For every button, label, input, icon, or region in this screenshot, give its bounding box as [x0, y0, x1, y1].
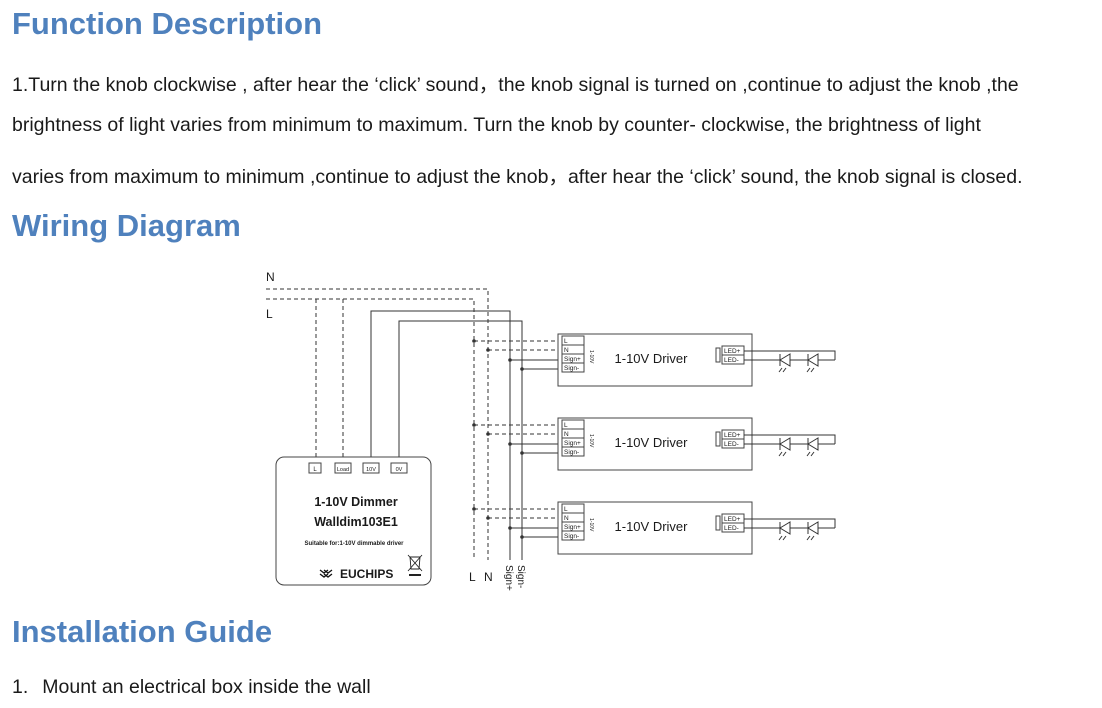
led-diode-icon	[768, 521, 796, 541]
junction-dot	[508, 442, 512, 446]
led-diode-icon	[768, 437, 796, 457]
driver-terminal-label: N	[564, 431, 569, 438]
driver-label: 1-10V Driver	[615, 351, 689, 366]
junction-dot	[508, 358, 512, 362]
sign-minus-wire	[398, 320, 523, 560]
bus-label-n: N	[484, 570, 493, 584]
driver-terminal-label: N	[564, 347, 569, 354]
function-description-line-1: 1.Turn the knob clockwise , after hear t…	[12, 74, 1019, 96]
function-description-heading: Function Description	[12, 6, 322, 41]
driver-terminal-label: L	[564, 506, 568, 513]
dimmer-terminal-load: Load	[334, 462, 352, 474]
junction-dot	[472, 507, 476, 511]
junction-dot	[520, 535, 524, 539]
junction-dot	[508, 526, 512, 530]
driver-terminal	[561, 530, 585, 541]
driver-side-label: 1-10V	[588, 350, 594, 364]
dimmer-note: Suitable for:1-10V dimmable driver	[304, 541, 404, 547]
dimmer-brand: EUCHIPS	[340, 567, 393, 581]
driver-label: 1-10V Driver	[615, 435, 689, 450]
junction-dot	[472, 339, 476, 343]
driver-terminal-label: L	[564, 422, 568, 429]
driver-output-label: LED-	[724, 525, 739, 532]
driver-branch-1: LN Sign+ Sign- 1-10V 1-10V Driver LED+ LED-	[472, 333, 836, 387]
installation-guide-heading: Installation Guide	[12, 614, 273, 649]
driver-label: 1-10V Driver	[615, 519, 689, 534]
driver-output-label: LED+	[724, 348, 741, 355]
driver-terminal-label: Sign-	[564, 533, 579, 540]
n-mains-wire	[266, 288, 489, 560]
junction-dot	[486, 348, 490, 352]
led-string-wire	[744, 350, 836, 361]
bus-label-sign-plus: Sign+	[503, 565, 514, 591]
n-line-label: N	[266, 270, 275, 284]
driver-terminal-label: Sign+	[564, 356, 581, 363]
driver-side-label: 1-10V	[588, 518, 594, 532]
weee-bin-icon	[407, 554, 423, 576]
euchips-logo-icon	[319, 569, 333, 578]
svg-text:L: L	[313, 467, 317, 473]
driver-terminal-label: Sign-	[564, 365, 579, 372]
driver-output-label: LED+	[724, 432, 741, 439]
bus-label-l: L	[469, 570, 476, 584]
junction-dot	[520, 451, 524, 455]
dimmer-model: Walldim103E1	[314, 515, 398, 529]
driver-output-bracket	[715, 347, 721, 363]
dimmer-terminal-0v: 0V	[390, 462, 408, 474]
dimmer-terminal-10v: 10V	[362, 462, 380, 474]
driver-terminal-label: Sign+	[564, 524, 581, 531]
dimmer-title: 1-10V Dimmer	[314, 495, 398, 509]
driver-output-bracket	[715, 431, 721, 447]
l-bus-wire	[266, 298, 475, 560]
led-string-wire	[744, 434, 836, 445]
junction-dot	[520, 367, 524, 371]
dimmer-unit: L Load 10V 0V 1-10V Dimmer Walldim103E1 …	[275, 456, 432, 586]
driver-terminal-label: Sign-	[564, 449, 579, 456]
sign-plus-wire	[370, 310, 511, 560]
junction-dot	[486, 516, 490, 520]
wiring-diagram-heading: Wiring Diagram	[12, 208, 241, 243]
svg-text:10V: 10V	[366, 467, 376, 473]
install-step-number: 1.	[12, 676, 29, 698]
driver-output-label: LED+	[724, 516, 741, 523]
driver-output-bracket	[715, 515, 721, 531]
function-description-line-3: varies from maximum to minimum ,continue…	[12, 166, 1023, 188]
driver-terminal-label: N	[564, 515, 569, 522]
led-string-wire	[744, 518, 836, 529]
driver-output-label: LED-	[724, 441, 739, 448]
driver-output-label: LED-	[724, 357, 739, 364]
function-description-line-2: brightness of light varies from minimum …	[12, 114, 981, 136]
driver-terminal-label: Sign+	[564, 440, 581, 447]
led-diode-icon	[796, 353, 824, 373]
junction-dot	[486, 432, 490, 436]
led-diode-icon	[796, 521, 824, 541]
svg-text:Load: Load	[337, 467, 349, 473]
l-mains-wire	[266, 298, 344, 459]
driver-terminal	[561, 362, 585, 373]
driver-terminal	[561, 446, 585, 457]
junction-dot	[472, 423, 476, 427]
led-diode-icon	[768, 353, 796, 373]
bus-label-sign-minus: Sign-	[515, 565, 526, 588]
driver-terminal-label: L	[564, 338, 568, 345]
dimmer-terminal-l: L	[308, 462, 322, 474]
install-step-1: 1. Mount an electrical box inside the wal…	[12, 676, 371, 699]
driver-branch-3: LN Sign+ Sign- 1-10V 1-10V Driver LED+ LED-	[472, 501, 836, 555]
driver-side-label: 1-10V	[588, 434, 594, 448]
driver-branch-2: LN Sign+ Sign- 1-10V 1-10V Driver LED+ LED-	[472, 417, 836, 471]
svg-text:0V: 0V	[396, 467, 403, 473]
install-step-text: Mount an electrical box inside the wall	[42, 676, 371, 698]
l-line-label: L	[266, 307, 273, 321]
led-diode-icon	[796, 437, 824, 457]
